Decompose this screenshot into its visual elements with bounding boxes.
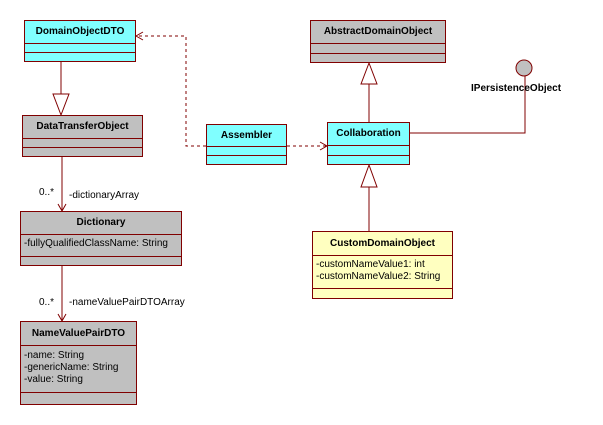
class-data-transfer-object[interactable]: DataTransferObject <box>22 115 143 157</box>
generalization-arrowhead-dto <box>52 93 70 117</box>
class-name: CustomDomainObject <box>313 232 452 256</box>
class-collaboration[interactable]: Collaboration <box>327 122 410 165</box>
class-dictionary[interactable]: Dictionary -fullyQualifiedClassName: Str… <box>20 211 182 266</box>
operations-compartment <box>207 156 286 164</box>
attributes-compartment: -fullyQualifiedClassName: String <box>21 235 181 257</box>
interface-lollipop-icon[interactable] <box>515 59 533 77</box>
class-custom-domain-object[interactable]: CustomDomainObject -customNameValue1: in… <box>312 231 453 299</box>
attribute: -value: String <box>24 374 83 385</box>
generalization-arrowhead-abstract <box>360 61 378 85</box>
class-name-value-pair-dto[interactable]: NameValuePairDTO -name: String -genericN… <box>20 321 137 405</box>
dependency-line-assembler-dto[interactable] <box>136 35 206 147</box>
generalization-arrowhead-collaboration <box>360 163 378 188</box>
class-name: AbstractDomainObject <box>311 21 445 44</box>
class-assembler[interactable]: Assembler <box>206 124 287 165</box>
class-name: Collaboration <box>328 123 409 146</box>
operations-compartment <box>313 289 452 298</box>
attributes-compartment: -customNameValue1: int -customNameValue2… <box>313 256 452 289</box>
operations-compartment <box>328 156 409 164</box>
attributes-compartment: -name: String -genericName: String -valu… <box>21 346 136 393</box>
operations-compartment <box>23 148 142 156</box>
attributes-compartment <box>311 44 445 54</box>
multiplicity-label: 0..* <box>39 297 55 308</box>
realization-line-interface[interactable] <box>410 76 526 134</box>
operations-compartment <box>21 393 136 404</box>
interface-name: IPersistenceObject <box>471 83 562 94</box>
attributes-compartment <box>328 146 409 156</box>
attributes-compartment <box>25 44 135 53</box>
attributes-compartment <box>207 147 286 156</box>
operations-compartment <box>25 53 135 61</box>
class-name: DataTransferObject <box>23 116 142 139</box>
operations-compartment <box>311 54 445 62</box>
class-name: Assembler <box>207 125 286 147</box>
dependency-arrowhead-dto <box>134 31 144 41</box>
multiplicity-label: 0..* <box>39 187 55 198</box>
role-label: -dictionaryArray <box>69 190 140 201</box>
class-abstract-domain-object[interactable]: AbstractDomainObject <box>310 20 446 63</box>
role-label: -nameValuePairDTOArray <box>69 297 185 308</box>
attribute: -customNameValue2: String <box>316 271 441 282</box>
attribute: -customNameValue1: int <box>316 259 425 270</box>
attributes-compartment <box>23 139 142 148</box>
attribute: -genericName: String <box>24 362 119 373</box>
class-domain-object-dto[interactable]: DomainObjectDTO <box>24 20 136 62</box>
class-name: DomainObjectDTO <box>25 21 135 44</box>
class-name: Dictionary <box>21 212 181 235</box>
operations-compartment <box>21 257 181 265</box>
class-name: NameValuePairDTO <box>21 322 136 346</box>
attribute: -fullyQualifiedClassName: String <box>24 238 168 249</box>
attribute: -name: String <box>24 350 85 361</box>
